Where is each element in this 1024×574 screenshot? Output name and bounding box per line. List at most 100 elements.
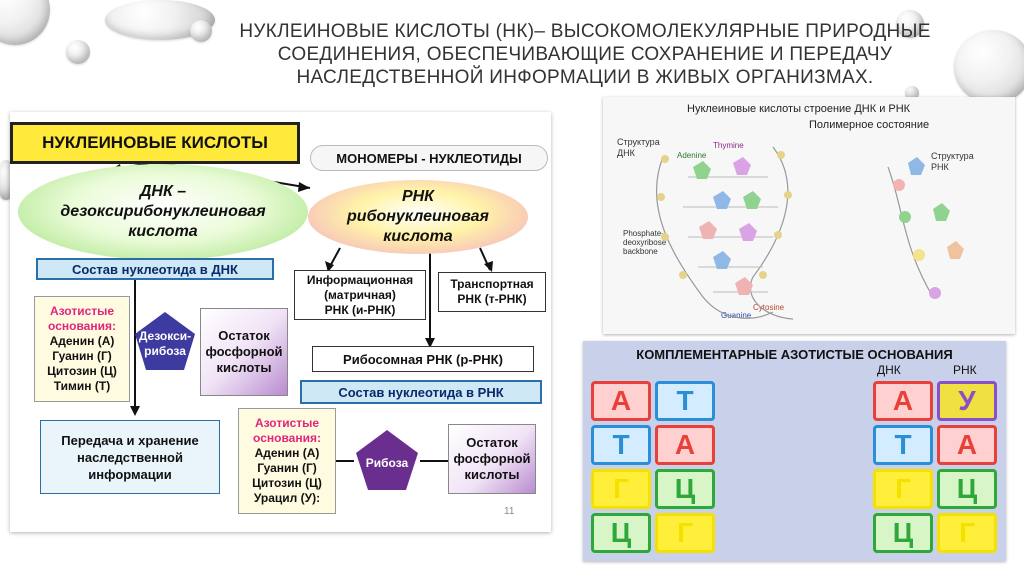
base-item: Урацил (У): [253, 491, 321, 505]
structure-title: Нуклеиновые кислоты строение ДНК и РНК [687, 103, 911, 115]
label-line: РНК [931, 162, 949, 172]
transfer-line: Передача и хранение [61, 432, 199, 448]
nucleic-acids-diagram: НУКЛЕИНОВЫЕ КИСЛОТЫ МОНОМЕРЫ - НУКЛЕОТИД… [10, 112, 551, 532]
base-item: Гуанин (Г) [52, 349, 112, 363]
label-line: deoxyribose [623, 238, 667, 247]
rna-ellipse: РНК рибонуклеиновая кислота [308, 180, 528, 254]
monomers-box: МОНОМЕРЫ - НУКЛЕОТИДЫ [310, 145, 548, 171]
rna-line: кислота [383, 228, 453, 245]
bases-title: основания: [253, 431, 321, 445]
water-drop [190, 20, 212, 42]
base-item: Цитозин (Ц) [47, 364, 117, 378]
label-line: Структура [617, 137, 660, 147]
base-tile-right-0-b: У [937, 381, 997, 421]
molecule-drawing [655, 146, 964, 320]
base-tile-left-0-b: Т [655, 381, 715, 421]
dna-line: дезоксирибонуклеиновая [60, 203, 266, 220]
phosphate-box-2: Остаток фосфорной кислоты [448, 424, 536, 494]
deoxyribose-pentagon [135, 312, 195, 370]
phosphate-box: Остаток фосфорной кислоты [200, 308, 288, 396]
phosphate-line: фосфорной [453, 451, 531, 466]
transfer-line: информации [88, 466, 172, 482]
structure-subtitle: Полимерное состояние [809, 119, 930, 131]
page-number: 11 [504, 506, 515, 517]
water-drop [896, 10, 924, 38]
dna-column-label: ДНК [877, 363, 901, 377]
phosphate-line: Остаток [218, 328, 270, 343]
label-line: Структура [931, 151, 974, 161]
water-drop [0, 0, 50, 45]
base-tile-right-3-b: Г [937, 513, 997, 553]
ribose-pentagon [356, 430, 418, 490]
title-line: наследственной информации в живых органи… [296, 67, 874, 88]
backbone-label: Phosphate- deoxyribose backbone [623, 229, 666, 256]
thymine-label: Thymine [713, 141, 744, 150]
bases-title: Азотистые [254, 416, 320, 430]
water-drop [954, 30, 1024, 104]
base-tile-left-3-a: Ц [591, 513, 651, 553]
base-tile-right-2-b: Ц [937, 469, 997, 509]
base-item: Гуанин (Г) [257, 461, 317, 475]
dna-rna-structure-image: Нуклеиновые кислоты строение ДНК и РНК П… [603, 97, 1015, 334]
base-tile-right-0-a: А [873, 381, 933, 421]
mrna-line: (матричная) [324, 287, 396, 302]
label-line: Phosphate- [623, 229, 664, 238]
guanine-label: Guanine [721, 311, 752, 320]
dna-composition-bar: Состав нуклеотида в ДНК [36, 258, 274, 280]
cytosine-label: Cytosine [753, 303, 785, 312]
deoxyribose-label: Дезокси- рибоза [133, 326, 197, 362]
complementary-title: КОМПЛЕМЕНТАРНЫЕ АЗОТИСТЫЕ ОСНОВАНИЯ [636, 347, 953, 362]
phosphate-line: кислоты [464, 467, 520, 482]
mrna-box: Информационная (матричная) РНК (и-РНК) [294, 270, 426, 320]
deoxyribose-line: рибоза [144, 344, 186, 358]
rna-line: РНК [401, 188, 435, 205]
base-tile-left-2-a: Г [591, 469, 651, 509]
phosphate-line: кислоты [216, 360, 272, 375]
base-tile-right-2-a: Г [873, 469, 933, 509]
trna-line: Транспортная [450, 277, 534, 291]
water-drop [905, 86, 919, 100]
dna-structure-label: Структура ДНК [617, 137, 660, 159]
base-tile-left-3-b: Г [655, 513, 715, 553]
rna-column-label: РНК [953, 363, 977, 377]
base-tile-left-2-b: Ц [655, 469, 715, 509]
rna-composition-bar: Состав нуклеотида в РНК [300, 380, 542, 404]
mrna-line: РНК (и-РНК) [324, 302, 396, 317]
dna-line: ДНК – [139, 183, 187, 200]
base-item: Аденин (А) [254, 446, 320, 460]
page-title: Нуклеиновые кислоты (НК)– высокомолекуля… [210, 20, 960, 89]
title-line: Нуклеиновые кислоты (НК)– высокомолекуля… [239, 21, 931, 42]
rna-line: рибонуклеиновая [347, 208, 489, 225]
base-tile-left-1-a: Т [591, 425, 651, 465]
phosphate-line: фосфорной [205, 344, 283, 359]
trna-line: РНК (т-РНК) [457, 292, 527, 306]
dna-line: кислота [128, 223, 198, 240]
base-item: Тимин (Т) [53, 379, 111, 393]
rna-structure-label: Структура РНК [931, 151, 974, 173]
base-tile-right-1-b: А [937, 425, 997, 465]
rrna-box: Рибосомная РНК (р-РНК) [312, 346, 534, 372]
dna-ellipse: ДНК – дезоксирибонуклеиновая кислота [18, 164, 308, 260]
base-tile-right-3-a: Ц [873, 513, 933, 553]
adenine-label: Adenine [677, 151, 707, 160]
base-item: Цитозин (Ц) [252, 476, 322, 490]
mrna-line: Информационная [306, 272, 414, 287]
water-drop [0, 160, 12, 200]
base-tile-left-0-a: А [591, 381, 651, 421]
base-tile-left-1-b: А [655, 425, 715, 465]
water-drop [66, 40, 90, 64]
ribose-label: Рибоза [365, 456, 409, 470]
base-item: Аденин (А) [49, 334, 115, 348]
deoxyribose-line: Дезокси- [138, 329, 192, 343]
diagram-short-connectors [336, 460, 448, 462]
rna-bases-box: Азотистые основания: Аденин (А) Гуанин (… [238, 408, 336, 514]
header-box: НУКЛЕИНОВЫЕ КИСЛОТЫ [10, 122, 300, 164]
transfer-line: наследственной [77, 449, 183, 465]
base-tile-right-1-a: Т [873, 425, 933, 465]
label-line: backbone [623, 247, 658, 256]
label-line: ДНК [617, 148, 635, 158]
complementary-bases-panel: КОМПЛЕМЕНТАРНЫЕ АЗОТИСТЫЕ ОСНОВАНИЯ ДНК … [583, 341, 1006, 561]
phosphate-line: Остаток [466, 435, 518, 450]
bases-title: Азотистые [49, 304, 115, 318]
transfer-box: Передача и хранение наследственной инфор… [40, 420, 220, 494]
